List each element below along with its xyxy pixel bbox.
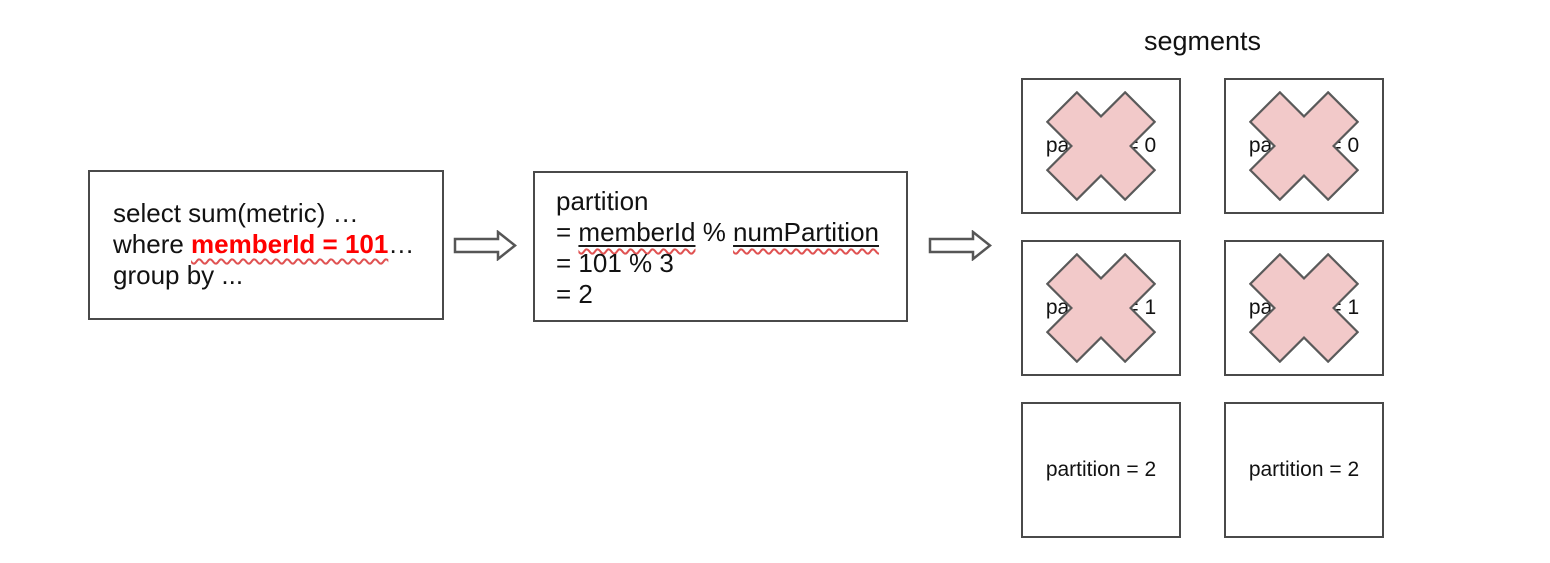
segment-label: partition = 2 — [1045, 458, 1157, 481]
x-mark-icon — [1046, 91, 1156, 201]
right-block-arrow-icon — [928, 230, 992, 261]
segments-title: segments — [1143, 26, 1262, 56]
query-where-prefix: where — [113, 229, 192, 259]
query-line-where: where memberId = 101… — [113, 229, 442, 260]
partition-eq-prefix: = — [556, 217, 579, 247]
query-member-filter-highlight: memberId = 101 — [191, 229, 389, 259]
segment-box-partition-0: partition = 0 — [1021, 78, 1181, 214]
right-block-arrow-icon — [453, 230, 517, 261]
x-mark-icon — [1249, 253, 1359, 363]
partition-line-3: = 101 % 3 — [556, 248, 674, 278]
segment-box-partition-2: partition = 2 — [1224, 402, 1384, 538]
segment-box-partition-1: partition = 1 — [1224, 240, 1384, 376]
partition-calc-box: partition = memberId % numPartition = 10… — [533, 171, 908, 322]
query-line-select: select sum(metric) … — [113, 198, 359, 228]
member-id-term: memberId — [578, 217, 696, 247]
query-where-suffix: … — [388, 229, 415, 259]
segment-label: partition = 2 — [1248, 458, 1360, 481]
segment-box-partition-1: partition = 1 — [1021, 240, 1181, 376]
segments-grid: partition = 0 partition = 0 partition = … — [1021, 78, 1384, 538]
query-box: select sum(metric) … where memberId = 10… — [88, 170, 444, 320]
segment-box-partition-2: partition = 2 — [1021, 402, 1181, 538]
x-mark-icon — [1046, 253, 1156, 363]
segment-box-partition-0: partition = 0 — [1224, 78, 1384, 214]
num-partition-term: numPartition — [733, 217, 880, 247]
x-mark-icon — [1249, 91, 1359, 201]
partition-line-1: partition — [556, 186, 649, 216]
modulo-operator: % — [695, 217, 734, 247]
query-line-groupby: group by ... — [113, 260, 244, 290]
partition-line-2: = memberId % numPartition — [556, 217, 906, 248]
partition-line-4: = 2 — [556, 279, 593, 309]
